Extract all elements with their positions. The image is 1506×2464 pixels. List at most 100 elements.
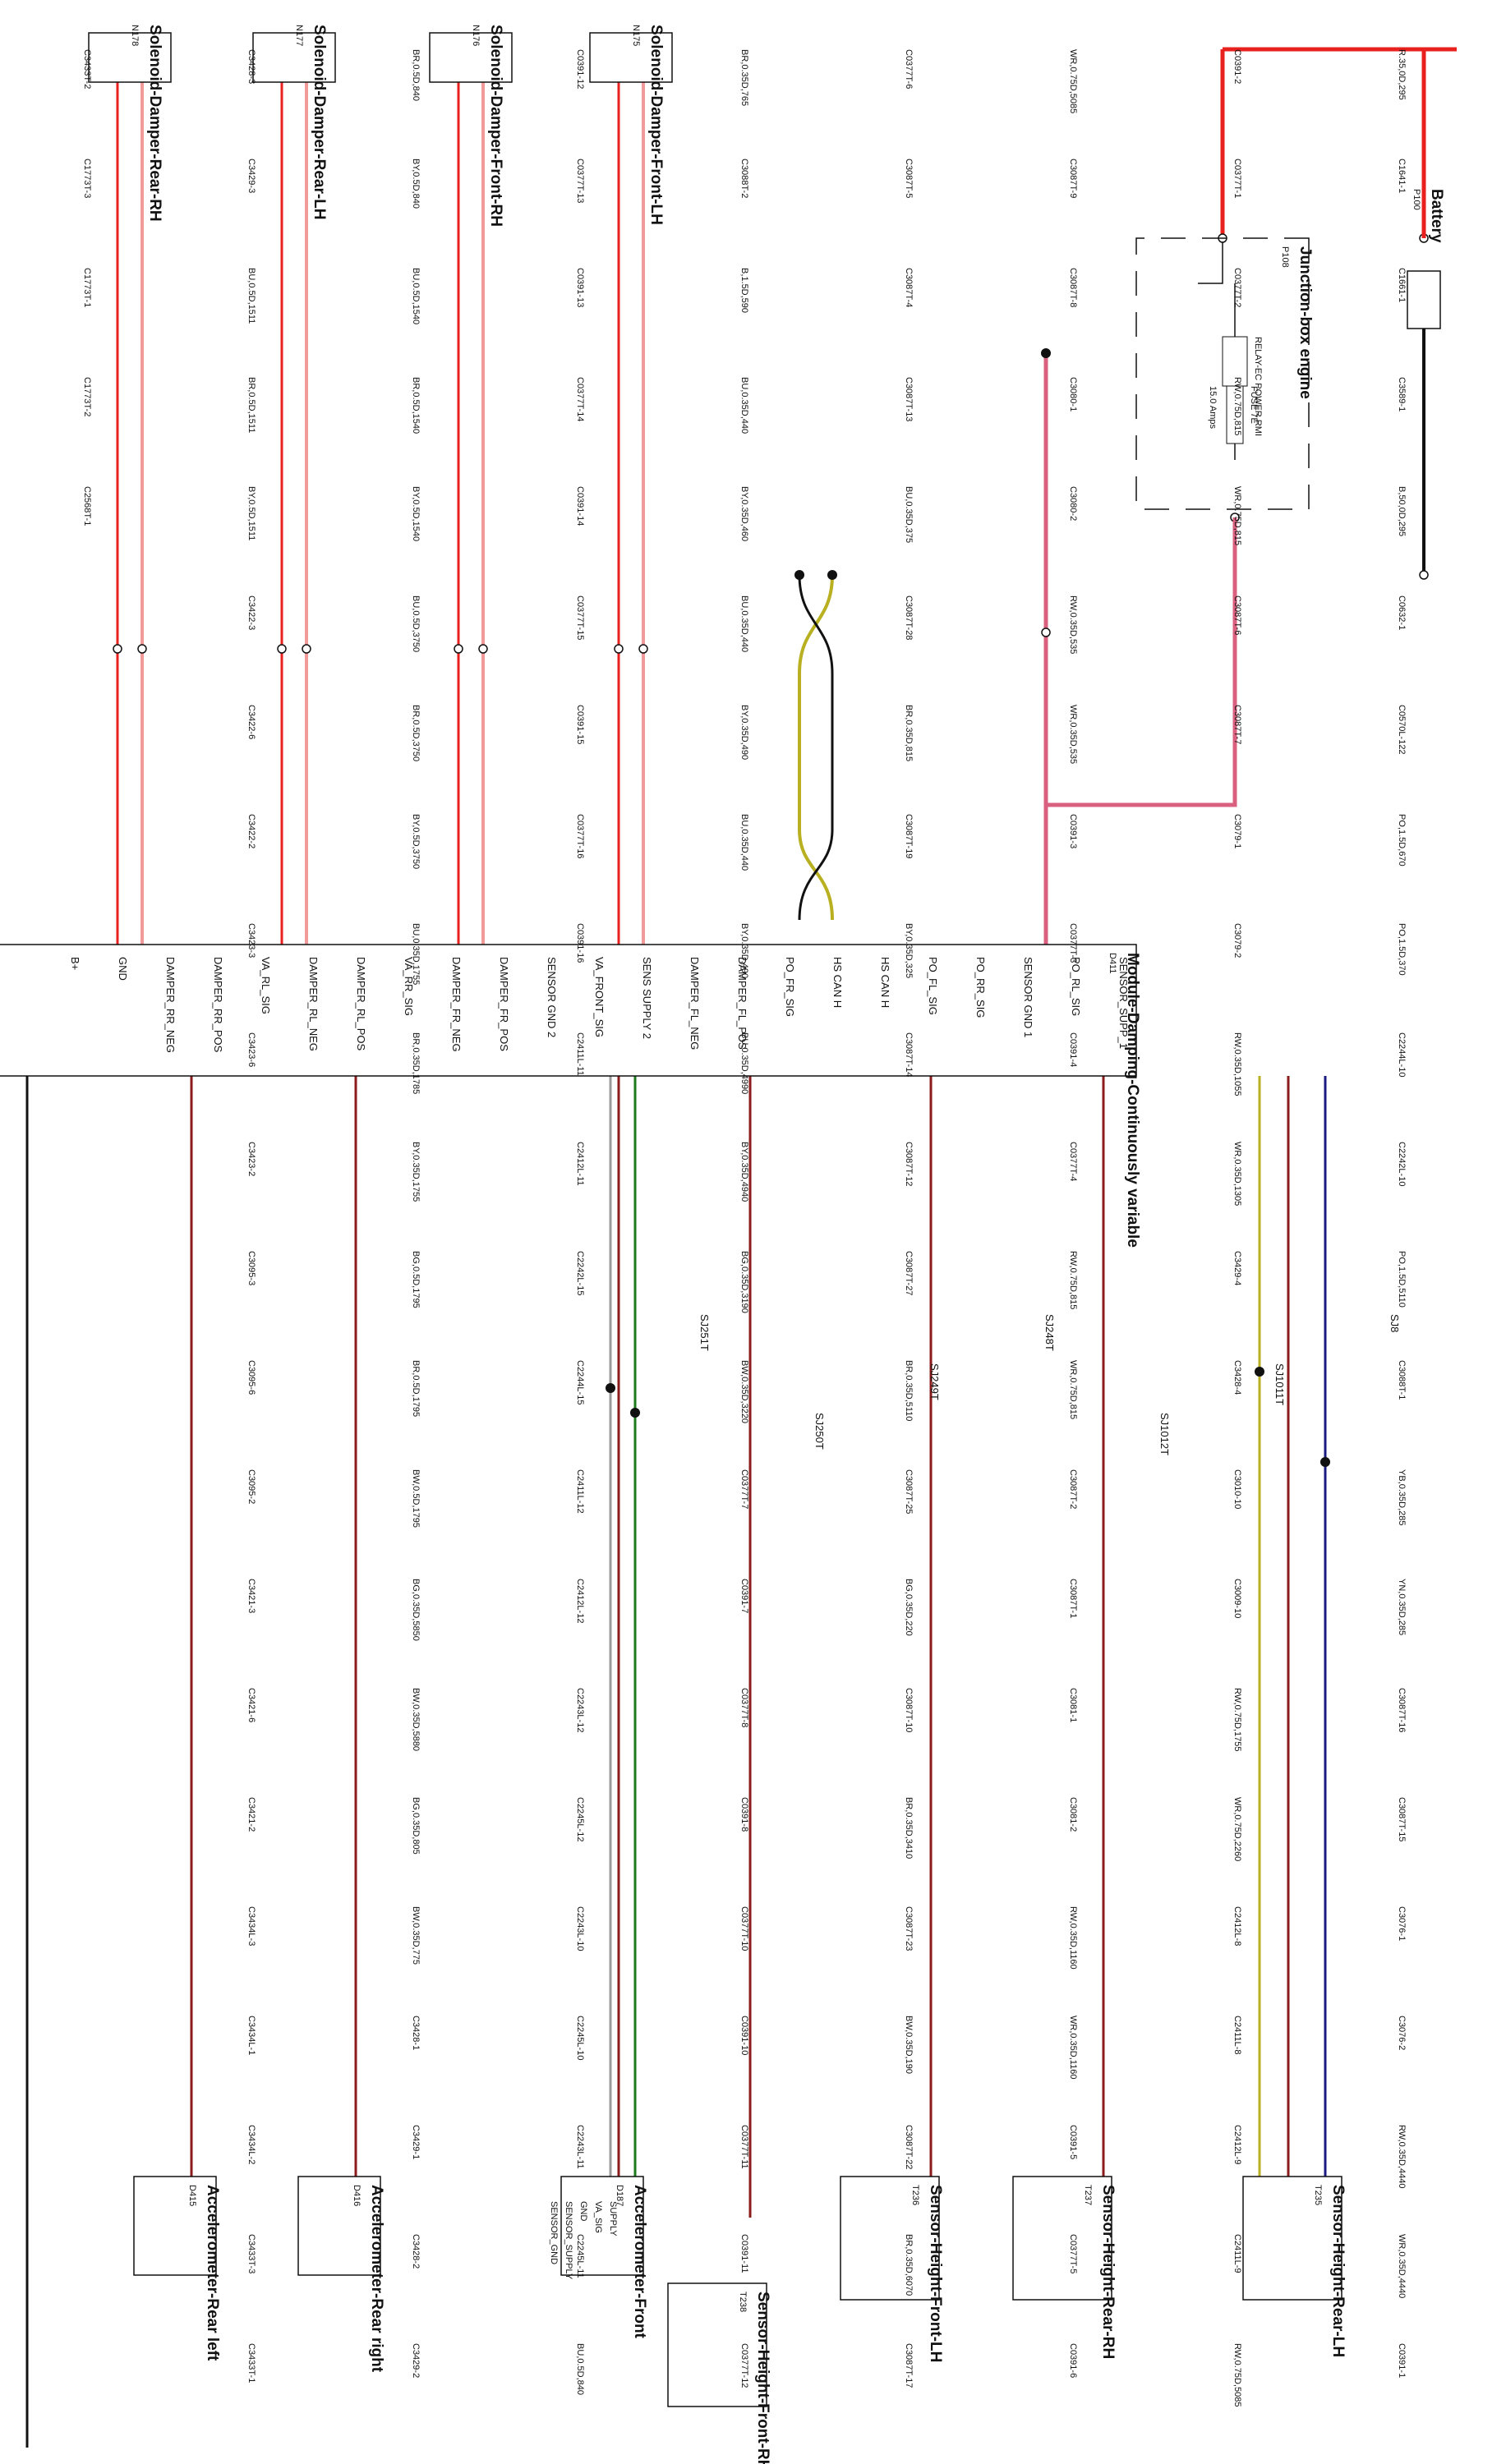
wire-code-label: WR,0.75D,2260 <box>1232 1797 1242 1861</box>
connector-pin <box>137 644 147 654</box>
component-title: Battery <box>1428 189 1445 243</box>
solenoid-box <box>429 32 513 83</box>
sensor-pin-label: SENSOR_SUPPLY <box>564 2201 573 2280</box>
wire-code-label: C3095-3 <box>246 1251 256 1285</box>
component-code: T237 <box>1083 2185 1093 2205</box>
wire-code-label: C3423-3 <box>246 923 256 958</box>
wire-code-label: C3087T-1 <box>1068 1579 1078 1618</box>
wire-code-label: C0377T-16 <box>575 814 585 858</box>
wire-code-label: C0391-12 <box>575 49 585 89</box>
wire-code-label: RW,0.35D,4440 <box>1397 2125 1407 2188</box>
connector-pin <box>302 644 311 654</box>
wire-code-label: C0391-5 <box>1068 2125 1078 2159</box>
wire-code-label: B,1.5D,590 <box>739 268 749 313</box>
sj1012-dot <box>794 570 804 580</box>
wire-code-label: BR,0.5D,3750 <box>411 705 421 761</box>
wire-code-label: C0377T-12 <box>739 2343 749 2388</box>
connector-pin <box>113 644 122 654</box>
wire-code-label: RW,0.35D,1160 <box>1068 1906 1078 1970</box>
wire-code-label: C3087T-28 <box>904 595 914 640</box>
component-code: N177 <box>294 25 304 46</box>
wire-code-label: C3080-2 <box>1068 486 1078 521</box>
wire-code-label: C2412L-11 <box>575 1142 585 1186</box>
component-title: Sensor-Height-Rear-LH <box>1329 2185 1347 2357</box>
wire-code-label: C3589-1 <box>1397 377 1407 411</box>
wire-code-label: C3010-10 <box>1232 1469 1242 1509</box>
component-code: T235 <box>1313 2185 1323 2205</box>
module-pin-label: DAMPER_RR_NEG <box>164 957 177 1053</box>
can-wire-b <box>798 574 834 921</box>
wire-code-label: RW,0.35D,535 <box>1068 595 1078 654</box>
solenoid-box <box>88 32 172 83</box>
wire-code-label: C3080-1 <box>1068 377 1078 411</box>
wire-code-label: C2242L-15 <box>575 1251 585 1295</box>
component-code: P108 <box>1280 246 1290 268</box>
component-title: Sensor-Height-Rear-RH <box>1099 2185 1117 2359</box>
wire-code-label: C3081-2 <box>1068 1797 1078 1832</box>
module-pin-label: SENSOR GND 2 <box>546 957 558 1037</box>
wire-code-label: C0391-3 <box>1068 814 1078 848</box>
wire-code-label: C3076-1 <box>1397 1906 1407 1941</box>
component-title: Junction-box engine <box>1296 246 1314 399</box>
wire-code-label: C3009-10 <box>1232 1579 1242 1618</box>
module-pin-label: HS CAN H <box>831 957 844 1008</box>
wire-code-label: C3076-2 <box>1397 2016 1407 2050</box>
module-pin-label: VA_FRONT_SIG <box>593 957 606 1037</box>
component-code: N178 <box>130 25 140 46</box>
wire-code-label: C3087T-15 <box>1397 1797 1407 1841</box>
sensor-pin-label: GND <box>578 2201 588 2222</box>
wire-code-label: BR,0.5D,1511 <box>246 377 256 433</box>
wire-code-label: BR,0.5D,1795 <box>411 1360 421 1417</box>
component-code: P100 <box>1412 189 1421 210</box>
component-code: T238 <box>738 2292 748 2312</box>
wire-code-label: YB,0.35D,285 <box>1397 1469 1407 1526</box>
wire-code-label: C0377T-13 <box>575 159 585 203</box>
wire-code-label: C3429-4 <box>1232 1251 1242 1285</box>
wire-code-label: PO,1.5D,670 <box>1397 814 1407 867</box>
module-pin-label: DAMPER_FR_POS <box>498 957 510 1051</box>
wire-code-label: C0632-1 <box>1397 595 1407 630</box>
wire-code-label: C2244L-10 <box>1397 1032 1407 1077</box>
module-pin-label: PO_RL_SIG <box>1070 957 1082 1016</box>
accelerometer-rear-left-box <box>133 2176 217 2276</box>
wire-code-label: BU,0.35D,440 <box>739 814 749 871</box>
wire-code-label: BR,0.5D,1540 <box>411 377 421 434</box>
wire-code-label: BU,0.5D,840 <box>575 2343 585 2395</box>
wire-code-label: C0377T-8 <box>739 1688 749 1727</box>
wire-code-label: C3421-2 <box>246 1797 256 1832</box>
solenoid-box <box>589 32 673 83</box>
component-code: D411 <box>1108 953 1117 973</box>
component-code: D415 <box>187 2185 197 2206</box>
sensor-height-front-lh-box <box>840 2176 940 2301</box>
wire-code-label: C3088T-2 <box>739 159 749 198</box>
wire-code-label: C2245L-12 <box>575 1797 585 1841</box>
sj249-dot <box>1255 1367 1264 1377</box>
component-title: Solenoid-Damper-Front-LH <box>647 25 665 225</box>
c2244-pin <box>1041 627 1051 637</box>
module-box <box>0 944 1137 1077</box>
wire-code-label: BR,0.35D,6070 <box>904 2234 914 2296</box>
wire-code-label: C2244L-15 <box>575 1360 585 1404</box>
component-code: D416 <box>352 2185 362 2206</box>
splice-label: SJ251T <box>698 1314 711 1351</box>
wire-code-label: BY,0.35D,1755 <box>411 1142 421 1202</box>
wire-code-label: C3423-2 <box>246 1142 256 1176</box>
wire-code-label: BY,0.5D,3750 <box>411 814 421 869</box>
wire-code-label: C2411L-12 <box>575 1469 585 1514</box>
wire-code-label: C3433T-2 <box>82 49 92 89</box>
wire-code-label: WR,0.35D,535 <box>1068 705 1078 764</box>
component-code: N176 <box>471 25 481 46</box>
fuse-name: FUSE 7E <box>1249 386 1259 424</box>
wire-code-label: BY,0.35D,460 <box>739 486 749 541</box>
sensor-height-rear-lh-box <box>1242 2176 1343 2301</box>
wire-code-label: C0391-13 <box>575 268 585 307</box>
connector-pin <box>478 644 488 654</box>
wire-code-label: C3428-1 <box>411 2016 421 2050</box>
wire-code-label: C3088T-1 <box>1397 1360 1407 1400</box>
wire-code-label: C0391-4 <box>1068 1032 1078 1067</box>
wire-code-label: C3087T-4 <box>904 268 914 307</box>
wire-code-label: C3087T-7 <box>1232 705 1242 744</box>
wire-code-label: C3087T-6 <box>1232 595 1242 635</box>
